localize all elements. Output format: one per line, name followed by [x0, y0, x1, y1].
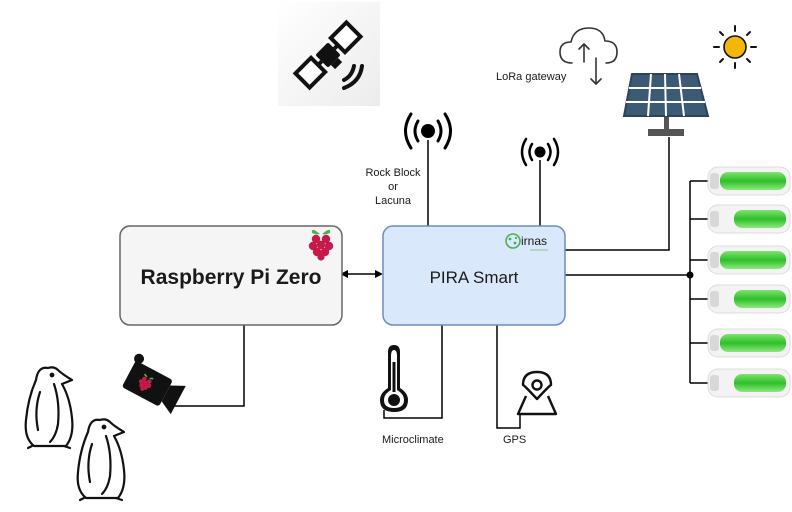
camera-wire [170, 325, 245, 407]
satellite-icon [278, 2, 380, 106]
battery-icon [707, 368, 791, 398]
solar-panel-icon [622, 73, 710, 136]
solar-wire [565, 137, 670, 251]
pira-box[interactable]: PIRA Smart irnas [382, 225, 566, 326]
lora-label: LoRa gateway [496, 71, 567, 83]
rockblock-label-line-3: Lacuna [375, 195, 412, 207]
irnas-logo-text: irnas [521, 234, 547, 248]
microclimate-label: Microclimate [382, 434, 444, 446]
rpi-label: Raspberry Pi Zero [141, 266, 322, 289]
cloud-upload-download-icon [559, 27, 618, 85]
bus-junction-dot [686, 271, 694, 279]
battery-icon [707, 245, 791, 275]
battery-taps [690, 180, 710, 384]
sun-icon [713, 25, 757, 69]
connector-lines [170, 137, 691, 429]
camera-icon [122, 353, 186, 415]
battery-bank [707, 166, 791, 398]
raspberry-pi-logo-icon [308, 229, 334, 261]
rockblock-label-line-1: Rock Block [365, 167, 421, 179]
penguin-icon [76, 418, 126, 502]
rockblock-label-line-2: or [388, 181, 398, 193]
map-pin-icon [516, 370, 558, 416]
antenna-icon [404, 112, 452, 150]
pira-label: PIRA Smart [430, 268, 519, 287]
battery-icon [707, 204, 791, 234]
gps-wire [496, 325, 521, 429]
microclimate-wire [383, 325, 443, 419]
battery-icon [707, 328, 791, 358]
antenna-icon [520, 137, 560, 167]
battery-icon [707, 284, 791, 314]
penguin-icon [24, 366, 74, 450]
irnas-logo-icon: irnas [505, 233, 548, 251]
rpi-box[interactable]: Raspberry Pi Zero [119, 225, 343, 326]
thermometer-icon [380, 345, 408, 412]
gps-label: GPS [503, 434, 526, 446]
battery-icon [707, 166, 791, 196]
